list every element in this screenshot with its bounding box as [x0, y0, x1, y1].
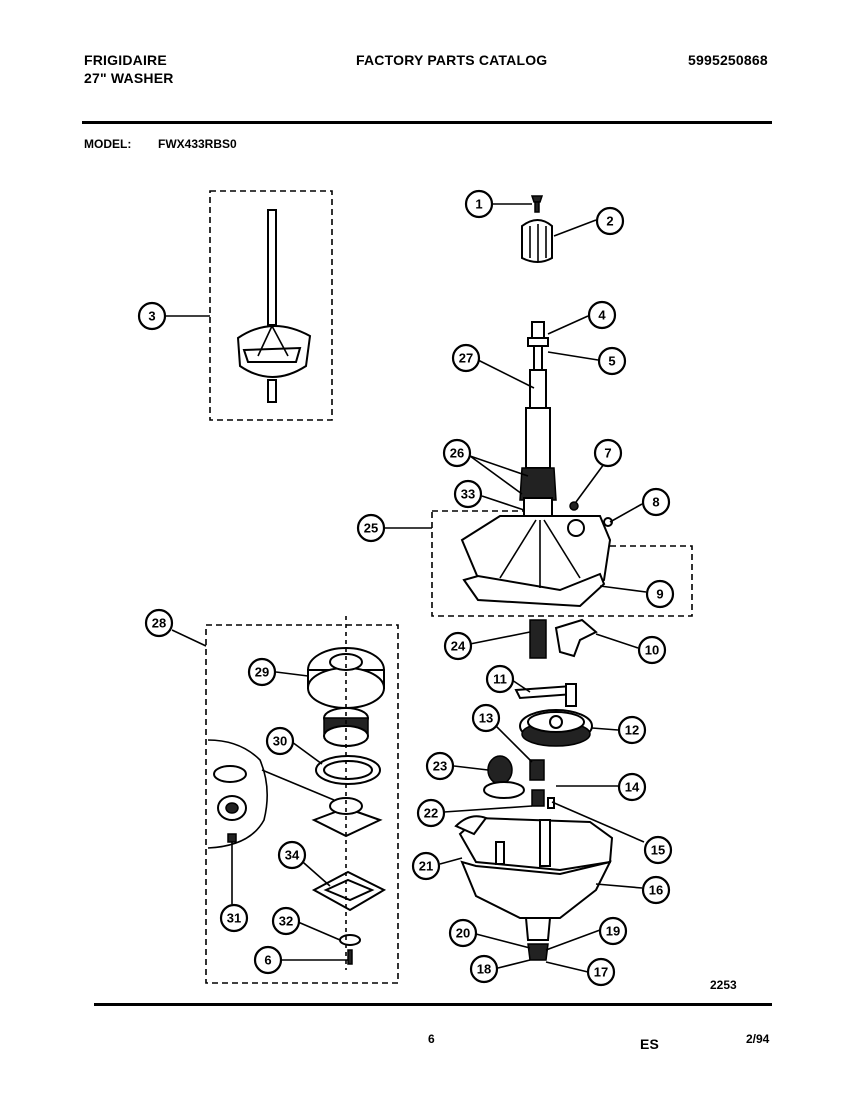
small-gears-drawing [483, 755, 555, 809]
callout-7: 7 [593, 438, 623, 468]
part-2-agitator-cap [521, 219, 553, 263]
part-1-screw [530, 195, 544, 213]
callout-26: 26 [442, 438, 472, 468]
svg-text:27: 27 [459, 351, 473, 366]
svg-text:3: 3 [148, 309, 155, 324]
callout-32: 32 [271, 906, 301, 936]
callout-17: 17 [586, 957, 616, 987]
main-shaft-drawing [519, 321, 557, 519]
catalog-date: 2/94 [746, 1032, 770, 1046]
model-label: MODEL: [84, 137, 132, 151]
svg-text:5: 5 [608, 354, 615, 369]
callout-27: 27 [451, 343, 481, 373]
svg-text:25: 25 [364, 521, 378, 536]
svg-text:14: 14 [625, 780, 640, 795]
svg-text:10: 10 [645, 643, 659, 658]
callout-5: 5 [597, 346, 627, 376]
svg-text:13: 13 [479, 711, 493, 726]
detail-inset-drawing [207, 739, 335, 849]
svg-text:17: 17 [594, 965, 608, 980]
pinion-and-shift-arm-drawing [529, 618, 598, 659]
svg-text:16: 16 [649, 883, 663, 898]
catalog-title: FACTORY PARTS CATALOG [356, 52, 548, 68]
svg-text:26: 26 [450, 446, 464, 461]
bearing-kit-drawing [307, 616, 387, 970]
callout-29: 29 [247, 657, 277, 687]
callout-1: 1 [464, 189, 494, 219]
svg-text:2: 2 [606, 214, 613, 229]
callout-14: 14 [617, 772, 647, 802]
callout-13: 13 [471, 703, 501, 733]
svg-text:20: 20 [456, 926, 470, 941]
svg-text:15: 15 [651, 843, 665, 858]
product-name: 27" WASHER [84, 70, 174, 86]
transmission-assembly-drawing [236, 209, 312, 403]
callout-24: 24 [443, 631, 473, 661]
callout-34: 34 [277, 840, 307, 870]
svg-text:8: 8 [652, 495, 659, 510]
svg-text:21: 21 [419, 859, 433, 874]
callout-12: 12 [617, 715, 647, 745]
gear-case-cover-drawing [460, 501, 613, 608]
footer-rule [94, 1003, 772, 1006]
callout-18: 18 [469, 954, 499, 984]
callout-16: 16 [641, 875, 671, 905]
callout-22: 22 [416, 798, 446, 828]
callout-10: 10 [637, 635, 667, 665]
assembly-28-box [205, 624, 399, 984]
svg-text:6: 6 [264, 953, 271, 968]
callout-3: 3 [137, 301, 167, 331]
gear-case-drawing [454, 815, 614, 961]
svg-text:31: 31 [227, 911, 241, 926]
svg-text:11: 11 [493, 672, 507, 687]
callout-6: 6 [253, 945, 283, 975]
callout-23: 23 [425, 751, 455, 781]
assembly-3-box [209, 190, 333, 421]
callout-33: 33 [453, 479, 483, 509]
svg-text:18: 18 [477, 962, 491, 977]
svg-text:28: 28 [152, 616, 166, 631]
callout-19: 19 [598, 916, 628, 946]
catalog-number: 5995250868 [688, 52, 768, 68]
assembly-25-box [431, 510, 693, 617]
callout-4: 4 [587, 300, 617, 330]
callout-15: 15 [643, 835, 673, 865]
brand-name: FRIGIDAIRE [84, 52, 167, 68]
svg-text:30: 30 [273, 734, 287, 749]
callout-31: 31 [219, 903, 249, 933]
callout-2: 2 [595, 206, 625, 236]
callout-21: 21 [411, 851, 441, 881]
svg-text:29: 29 [255, 665, 269, 680]
callout-30: 30 [265, 726, 295, 756]
callout-9: 9 [645, 579, 675, 609]
svg-text:34: 34 [285, 848, 300, 863]
svg-text:22: 22 [424, 806, 438, 821]
svg-text:32: 32 [279, 914, 293, 929]
svg-text:12: 12 [625, 723, 639, 738]
callout-25: 25 [356, 513, 386, 543]
svg-text:19: 19 [606, 924, 620, 939]
svg-text:23: 23 [433, 759, 447, 774]
svg-text:9: 9 [656, 587, 663, 602]
diagram-code: 2253 [710, 978, 737, 992]
callout-8: 8 [641, 487, 671, 517]
model-number: FWX433RBS0 [158, 137, 237, 151]
header-rule [82, 121, 772, 124]
page-number: 6 [428, 1032, 435, 1046]
svg-text:24: 24 [451, 639, 466, 654]
callout-28: 28 [144, 608, 174, 638]
section-code: ES [640, 1036, 660, 1052]
svg-text:7: 7 [604, 446, 611, 461]
svg-text:33: 33 [461, 487, 475, 502]
drive-gear-drawing [514, 683, 593, 747]
svg-text:4: 4 [598, 308, 606, 323]
svg-text:1: 1 [475, 197, 482, 212]
callout-20: 20 [448, 918, 478, 948]
callout-11: 11 [485, 664, 515, 694]
leader-lines [166, 203, 647, 973]
